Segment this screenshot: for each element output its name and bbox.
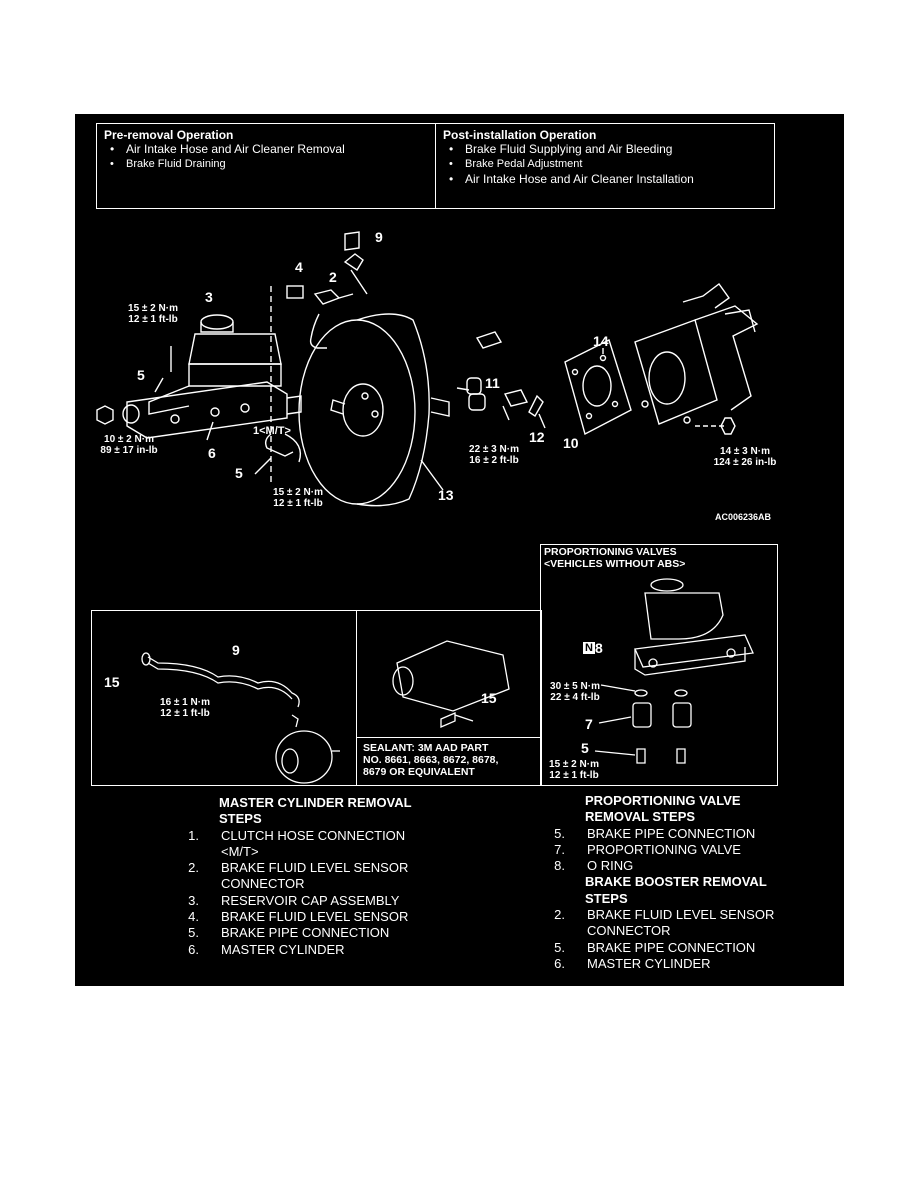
pre-removal-cell: Pre-removal Operation Air Intake Hose an… bbox=[97, 124, 436, 208]
pre-removal-item: Air Intake Hose and Air Cleaner Removal bbox=[104, 142, 434, 157]
callout-8: 8 bbox=[594, 640, 603, 656]
step-item: 1.CLUTCH HOSE CONNECTION bbox=[188, 827, 406, 843]
sealant-detail: 15 SEALANT: 3M AAD PART NO. 8661, 8663, … bbox=[357, 611, 541, 785]
step-item: 2.BRAKE FLUID LEVEL SENSOR bbox=[554, 907, 775, 923]
callout-4: 4 bbox=[295, 259, 303, 275]
figure-id: AC006236AB bbox=[715, 512, 772, 522]
gasket-drawing bbox=[564, 339, 632, 436]
n8-badge: N 8 bbox=[583, 641, 603, 655]
post-installation-item: Brake Fluid Supplying and Air Bleeding bbox=[443, 142, 773, 157]
step-item: 5.BRAKE PIPE CONNECTION bbox=[554, 825, 756, 841]
step-item-cont: <M/T> bbox=[221, 843, 259, 859]
diagram-panel: Pre-removal Operation Air Intake Hose an… bbox=[75, 114, 844, 986]
prop-valves-drawing bbox=[594, 578, 754, 764]
pre-removal-title: Pre-removal Operation bbox=[104, 128, 234, 142]
master-cylinder-steps: MASTER CYLINDER REMOVAL STEPS 1.CLUTCH H… bbox=[179, 795, 479, 958]
post-installation-item: Air Intake Hose and Air Cleaner Installa… bbox=[443, 172, 773, 187]
pipe-drawing bbox=[141, 652, 340, 784]
sealant-note: SEALANT: 3M AAD PART NO. 8661, 8663, 867… bbox=[357, 737, 541, 786]
step-item-cont: CONNECTOR bbox=[587, 923, 671, 939]
step-item: 4.BRAKE FLUID LEVEL SENSOR bbox=[188, 909, 409, 925]
proportioning-valves-inset: PROPORTIONING VALVES <VEHICLES WITHOUT A… bbox=[540, 544, 778, 786]
step-item: 7.PROPORTIONING VALVE bbox=[554, 841, 741, 857]
exploded-diagram bbox=[96, 231, 759, 507]
step-item: 5.BRAKE PIPE CONNECTION bbox=[188, 925, 390, 941]
prop-box-subtitle: <VEHICLES WITHOUT ABS> bbox=[544, 558, 686, 570]
callout-15: 15 bbox=[104, 674, 120, 690]
callout-1-mt: 1<M/T> bbox=[253, 425, 291, 437]
callout-12: 12 bbox=[529, 429, 545, 445]
step-item: 3.RESERVOIR CAP ASSEMBLY bbox=[188, 892, 400, 908]
step-item: 6.MASTER CYLINDER bbox=[188, 941, 345, 957]
step-item: 5.BRAKE PIPE CONNECTION bbox=[554, 939, 756, 955]
pedal-bracket-drawing bbox=[634, 283, 759, 425]
callout-5-upper: 5 bbox=[137, 367, 145, 383]
callout-9: 9 bbox=[375, 229, 383, 245]
callout-2: 2 bbox=[329, 269, 337, 285]
callout-10: 10 bbox=[563, 435, 579, 451]
callout-15-fitting: 15 bbox=[481, 690, 497, 706]
step-item: 6.MASTER CYLINDER bbox=[554, 955, 711, 971]
post-installation-title: Post-installation Operation bbox=[443, 128, 597, 142]
callout-7: 7 bbox=[585, 716, 593, 732]
callout-14: 14 bbox=[593, 333, 609, 349]
pre-removal-item: Brake Fluid Draining bbox=[104, 157, 434, 172]
step-item: 2.BRAKE FLUID LEVEL SENSOR bbox=[188, 860, 409, 876]
fitting-drawing bbox=[392, 640, 510, 728]
brake-booster-drawing bbox=[298, 313, 450, 507]
callout-13: 13 bbox=[438, 487, 454, 503]
operations-table: Pre-removal Operation Air Intake Hose an… bbox=[96, 123, 775, 209]
callout-6: 6 bbox=[208, 445, 216, 461]
master-cylinder-drawing bbox=[122, 381, 302, 439]
proportioning-booster-steps: PROPORTIONING VALVE REMOVAL STEPS 5.BRAK… bbox=[545, 793, 841, 972]
n-marker: N bbox=[583, 642, 595, 654]
reservoir-drawing bbox=[148, 314, 282, 415]
post-installation-cell: Post-installation Operation Brake Fluid … bbox=[436, 124, 774, 208]
callout-5-lower: 5 bbox=[235, 465, 243, 481]
step-item-cont: CONNECTOR bbox=[221, 876, 305, 892]
step-item: 8.O RING bbox=[554, 858, 634, 874]
callout-9-inset: 9 bbox=[232, 642, 240, 658]
callout-11: 11 bbox=[485, 375, 500, 391]
prop-box-title: PROPORTIONING VALVES bbox=[544, 546, 677, 558]
callout-3: 3 bbox=[205, 289, 213, 305]
post-installation-item: Brake Pedal Adjustment bbox=[443, 157, 773, 172]
callout-5-inset: 5 bbox=[581, 740, 589, 756]
